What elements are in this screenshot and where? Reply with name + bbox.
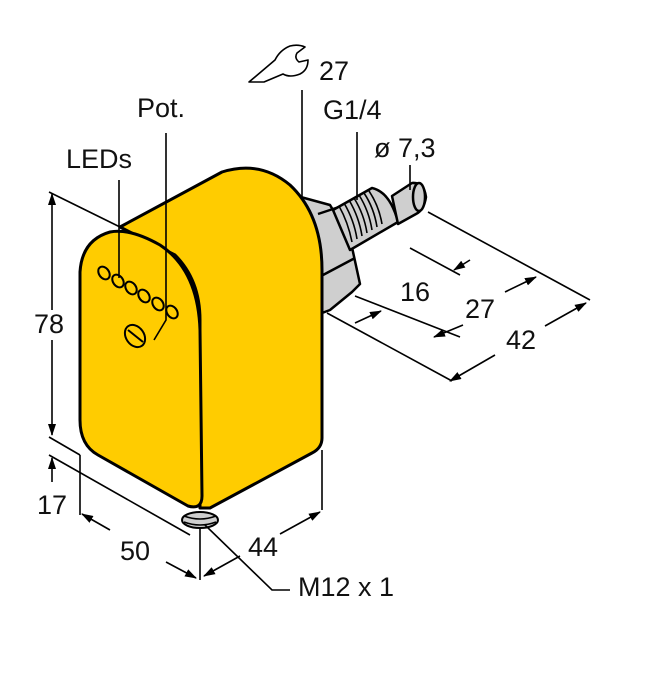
pot-label: Pot. bbox=[137, 93, 186, 123]
connector-label: M12 x 1 bbox=[298, 572, 395, 602]
thread-label: G1/4 bbox=[323, 95, 382, 125]
led-row bbox=[97, 265, 179, 320]
probe-42-label: 42 bbox=[506, 325, 537, 355]
width-50-label: 50 bbox=[120, 536, 151, 566]
wrench-size-label: 27 bbox=[319, 56, 350, 86]
wrench-icon bbox=[248, 44, 309, 83]
potentiometer-icon bbox=[123, 323, 147, 349]
led-icon bbox=[124, 280, 138, 296]
sensor-housing bbox=[78, 166, 324, 510]
probe-16-label: 16 bbox=[400, 277, 431, 307]
depth-44-label: 44 bbox=[248, 532, 279, 562]
offset-17-label: 17 bbox=[37, 490, 68, 520]
probe-diameter-label: ø 7,3 bbox=[374, 133, 436, 163]
leds-label: LEDs bbox=[66, 144, 133, 174]
probe-27-label: 27 bbox=[465, 294, 496, 324]
led-icon bbox=[137, 288, 151, 304]
dimension-lines bbox=[48, 90, 591, 591]
led-icon bbox=[97, 265, 111, 281]
height-78-label: 78 bbox=[34, 309, 65, 339]
led-icon bbox=[165, 304, 179, 320]
led-icon bbox=[151, 296, 165, 312]
led-icon bbox=[111, 273, 125, 289]
housing-side bbox=[118, 166, 324, 510]
m12-connector bbox=[181, 511, 219, 529]
housing-front bbox=[78, 229, 204, 509]
